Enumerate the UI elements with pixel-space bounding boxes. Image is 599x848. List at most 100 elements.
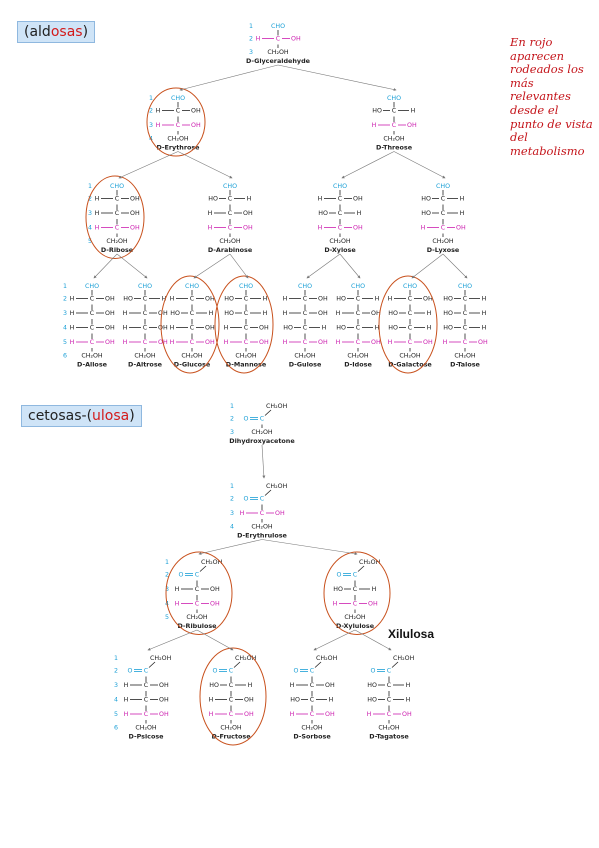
hydrogen-atom: H [318, 196, 323, 203]
hydrogen-atom: H [70, 296, 75, 303]
carbon-number: 5 [88, 238, 92, 245]
terminal-group: CH₂OH [235, 655, 257, 662]
hydroxyl-group: OH [368, 601, 378, 608]
hydroxyl-group: OH [325, 682, 335, 689]
hydrogen-atom: H [283, 296, 288, 303]
hydroxyl-group: OH [407, 122, 417, 129]
hydroxyl-group: OH [205, 339, 215, 346]
sugar-name: D-Idose [344, 361, 372, 369]
carbon-number: 4 [88, 225, 92, 232]
carbon-number: 1 [165, 559, 169, 566]
carbonyl-group: CHO [436, 183, 450, 190]
derivation-arrow [147, 629, 198, 651]
carbon-number: 5 [63, 339, 67, 346]
hydrogen-atom: H [263, 296, 268, 303]
hydroxyl-group: HO [336, 296, 346, 303]
hydrogen-atom: H [357, 210, 362, 217]
terminal-group: CH₂OH [106, 238, 128, 245]
hydroxyl-group: OH [353, 196, 363, 203]
terminal-group: CH₂OH [399, 353, 421, 360]
sugar-name: D-Erythrose [156, 144, 200, 152]
carbon-atom: C [90, 296, 95, 303]
carbon-number: 2 [230, 496, 234, 503]
carbon-atom: C [90, 339, 95, 346]
hydroxyl-group: OH [159, 711, 169, 718]
carbonyl-group: CHO [298, 283, 312, 290]
hydrogen-atom: H [411, 108, 416, 115]
hydrogen-atom: H [209, 310, 214, 317]
carbonyl-group: CHO [351, 283, 365, 290]
carbon-number: 3 [230, 510, 234, 517]
aldoses-label-prefix: (ald [24, 24, 51, 40]
derivation-arrow [229, 253, 249, 279]
hydroxyl-group: OH [105, 339, 115, 346]
carbon-atom: C [338, 196, 343, 203]
carbon-atom: C [441, 210, 446, 217]
hydrogen-atom: H [175, 586, 180, 593]
derivation-arrow [116, 253, 148, 279]
carbon-atom: C [90, 310, 95, 317]
hydrogen-atom: H [388, 296, 393, 303]
carbon-atom: C [143, 339, 148, 346]
carbon-atom: C [338, 225, 343, 232]
hydroxyl-group: OH [402, 711, 412, 718]
hydroxyl-group: OH [318, 296, 328, 303]
carbon-number: 1 [249, 23, 253, 30]
hydroxyl-group: HO [333, 586, 343, 593]
carbon-number: 3 [88, 210, 92, 217]
relevance-circle [323, 551, 391, 635]
hydrogen-atom: H [460, 210, 465, 217]
hydroxyl-group: HO [388, 325, 398, 332]
hydrogen-atom: H [209, 697, 214, 704]
hydroxyl-group: OH [423, 339, 433, 346]
hydrogen-atom: H [460, 196, 465, 203]
backbone-bond [199, 565, 207, 572]
carbon-atom: C [463, 296, 468, 303]
hydrogen-atom: H [336, 339, 341, 346]
hydroxyl-group: OH [318, 310, 328, 317]
terminal-group: CH₂OH [383, 136, 405, 143]
carbon-number: 3 [165, 586, 169, 593]
carbon-atom: C [356, 325, 361, 332]
hydroxyl-group: HO [209, 682, 219, 689]
carbon-atom: C [387, 682, 392, 689]
hydroxyl-group: HO [421, 196, 431, 203]
hydrogen-atom: H [70, 325, 75, 332]
carbon-atom: C [115, 196, 120, 203]
derivation-arrow [193, 253, 231, 279]
terminal-group: CH₂OH [167, 136, 189, 143]
hydrogen-atom: H [375, 325, 380, 332]
carbon-atom: C [392, 108, 397, 115]
carbonyl-oxygen: O [371, 668, 376, 675]
carbonyl-group: CHO [110, 183, 124, 190]
ketoses-label-highlight: ulosa [92, 408, 130, 424]
sugar-name: D-Arabinose [208, 246, 253, 254]
carbon-atom: C [143, 325, 148, 332]
hydroxyl-group: HO [388, 310, 398, 317]
hydrogen-atom: H [333, 601, 338, 608]
terminal-group: CH₂OH [267, 49, 289, 56]
hydrogen-atom: H [256, 36, 261, 43]
carbonyl-group: CHO [387, 95, 401, 102]
hydrogen-atom: H [443, 339, 448, 346]
carbon-atom: C [303, 310, 308, 317]
backbone-bond [233, 661, 241, 668]
hydroxyl-group: OH [205, 325, 215, 332]
carbonyl-oxygen: O [244, 496, 249, 503]
hydrogen-atom: H [482, 296, 487, 303]
hydroxyl-group: OH [205, 296, 215, 303]
backbone-bond [264, 489, 272, 496]
terminal-group: CH₂OH [347, 353, 369, 360]
sugar-name: D-Xylose [324, 246, 356, 254]
hydroxyl-group: OH [244, 711, 254, 718]
hydroxyl-group: OH [130, 225, 140, 232]
carbon-atom: C [229, 711, 234, 718]
carbon-number: 3 [149, 122, 153, 129]
carbonyl-oxygen: O [128, 668, 133, 675]
terminal-group: CH₂OH [251, 429, 273, 436]
hydroxyl-group: OH [456, 225, 466, 232]
hydrogen-atom: H [283, 339, 288, 346]
carbonyl-group: CHO [138, 283, 152, 290]
hydrogen-atom: H [427, 325, 432, 332]
carbon-atom: C [310, 682, 315, 689]
